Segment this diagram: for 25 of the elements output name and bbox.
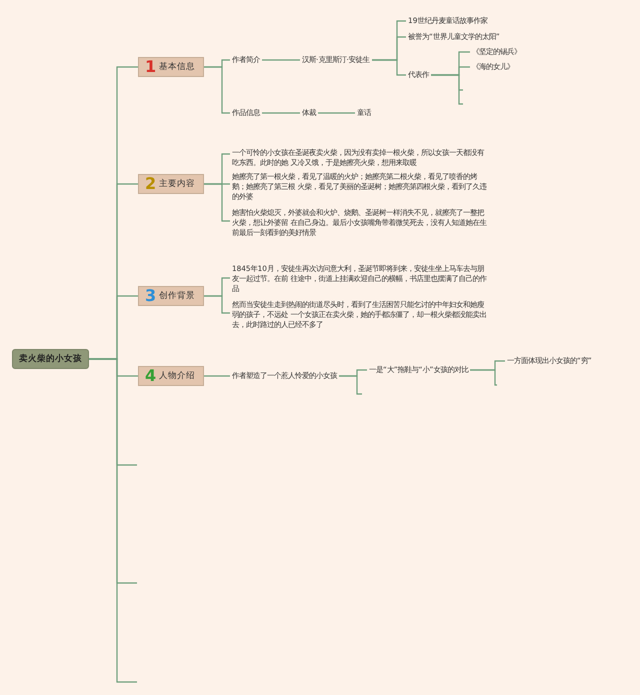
- connector-line: [89, 358, 137, 683]
- branch-box: [138, 366, 204, 386]
- connector-line: [372, 59, 406, 76]
- heading-text: 创作背景: [159, 290, 196, 302]
- branch-box: [138, 57, 204, 77]
- connector-line: [204, 295, 230, 314]
- connector-line: [262, 112, 300, 114]
- connector-line: [470, 369, 497, 386]
- branch-box: [138, 286, 204, 306]
- connector-line: [262, 59, 300, 61]
- heading-text: 基本信息: [159, 61, 196, 73]
- heading-number: 4: [145, 368, 156, 384]
- connector-line: [318, 112, 355, 114]
- connector-line: [204, 66, 230, 114]
- heading-text: 主要内容: [159, 178, 196, 190]
- heading-number: 3: [145, 288, 156, 304]
- connector-line: [204, 183, 230, 222]
- connector-line: [204, 375, 230, 377]
- heading-number: 2: [145, 176, 156, 192]
- connector-line: [339, 375, 362, 395]
- connector-line: [431, 74, 463, 105]
- heading-text: 人物介绍: [159, 370, 196, 382]
- central-topic-box: 卖火柴的小女孩: [12, 349, 89, 369]
- heading-number: 1: [145, 59, 156, 75]
- branch-box: [138, 174, 204, 194]
